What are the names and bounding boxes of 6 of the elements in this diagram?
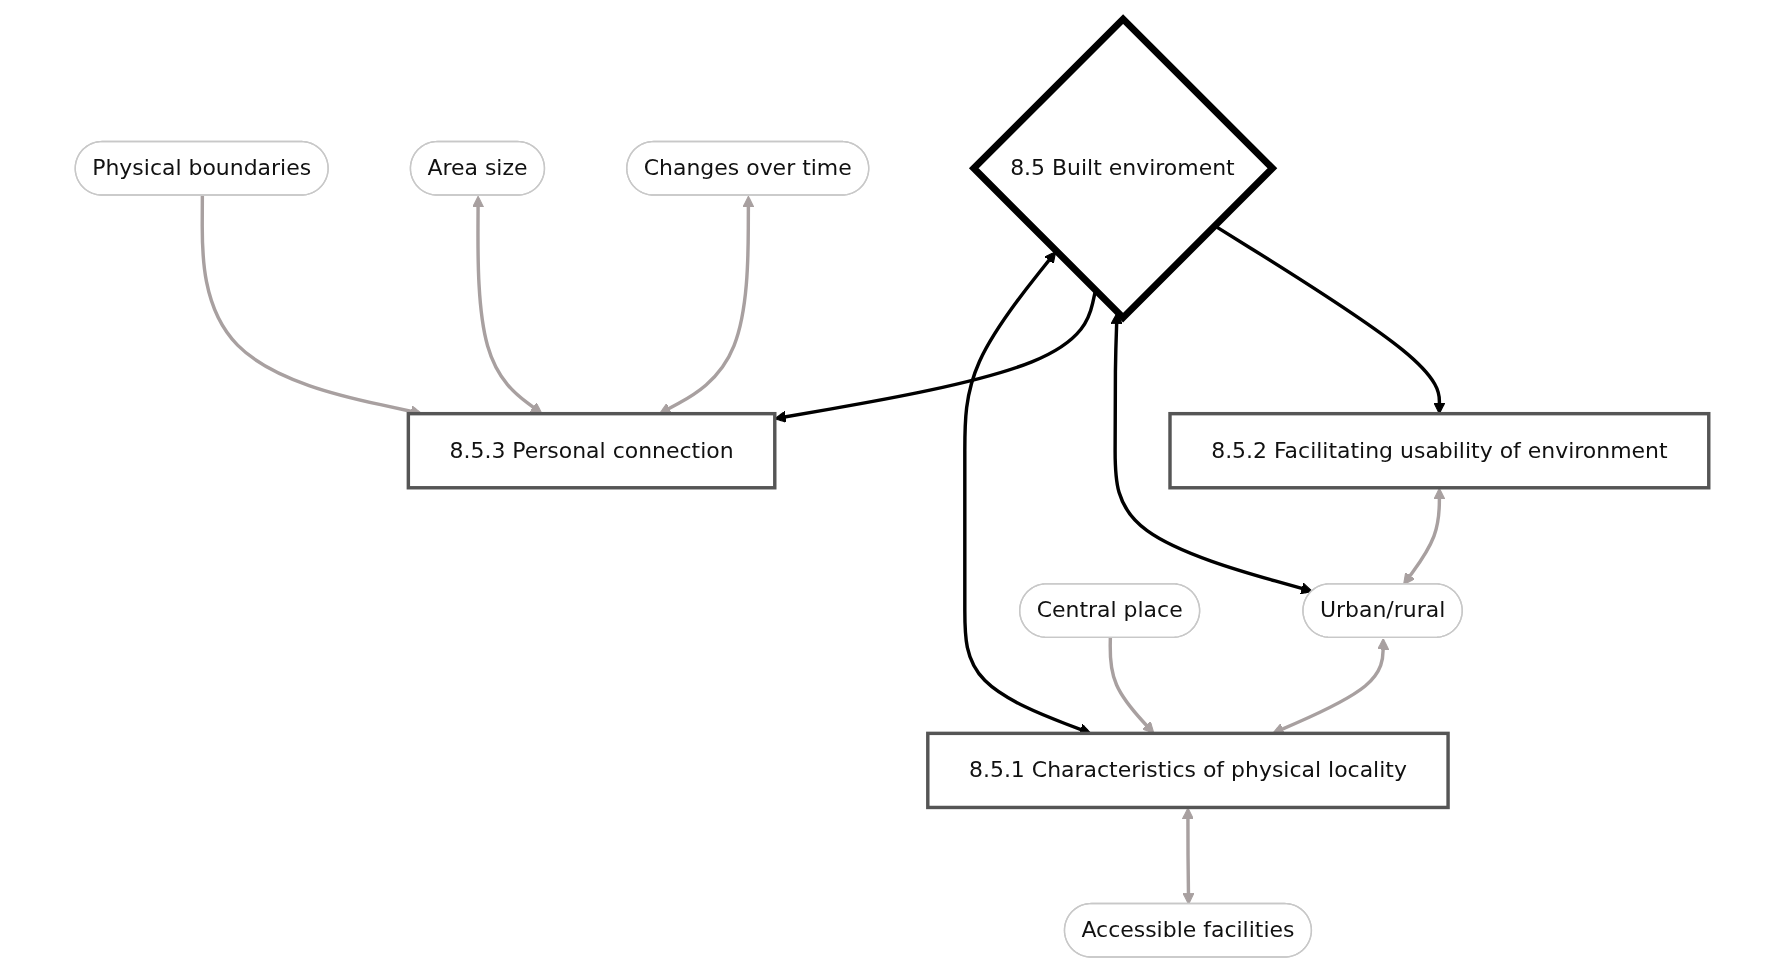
arrow — [1108, 638, 1155, 734]
arrow — [1181, 807, 1195, 905]
node-box: 8.5.1 Characteristics of physical locality — [926, 731, 1450, 810]
node-box: 8.5.2 Facilitating usability of environment — [1168, 411, 1711, 490]
node-box: 8.5.3 Personal connection — [406, 411, 777, 490]
node-diamond: 8.5 Built enviroment — [968, 14, 1278, 323]
